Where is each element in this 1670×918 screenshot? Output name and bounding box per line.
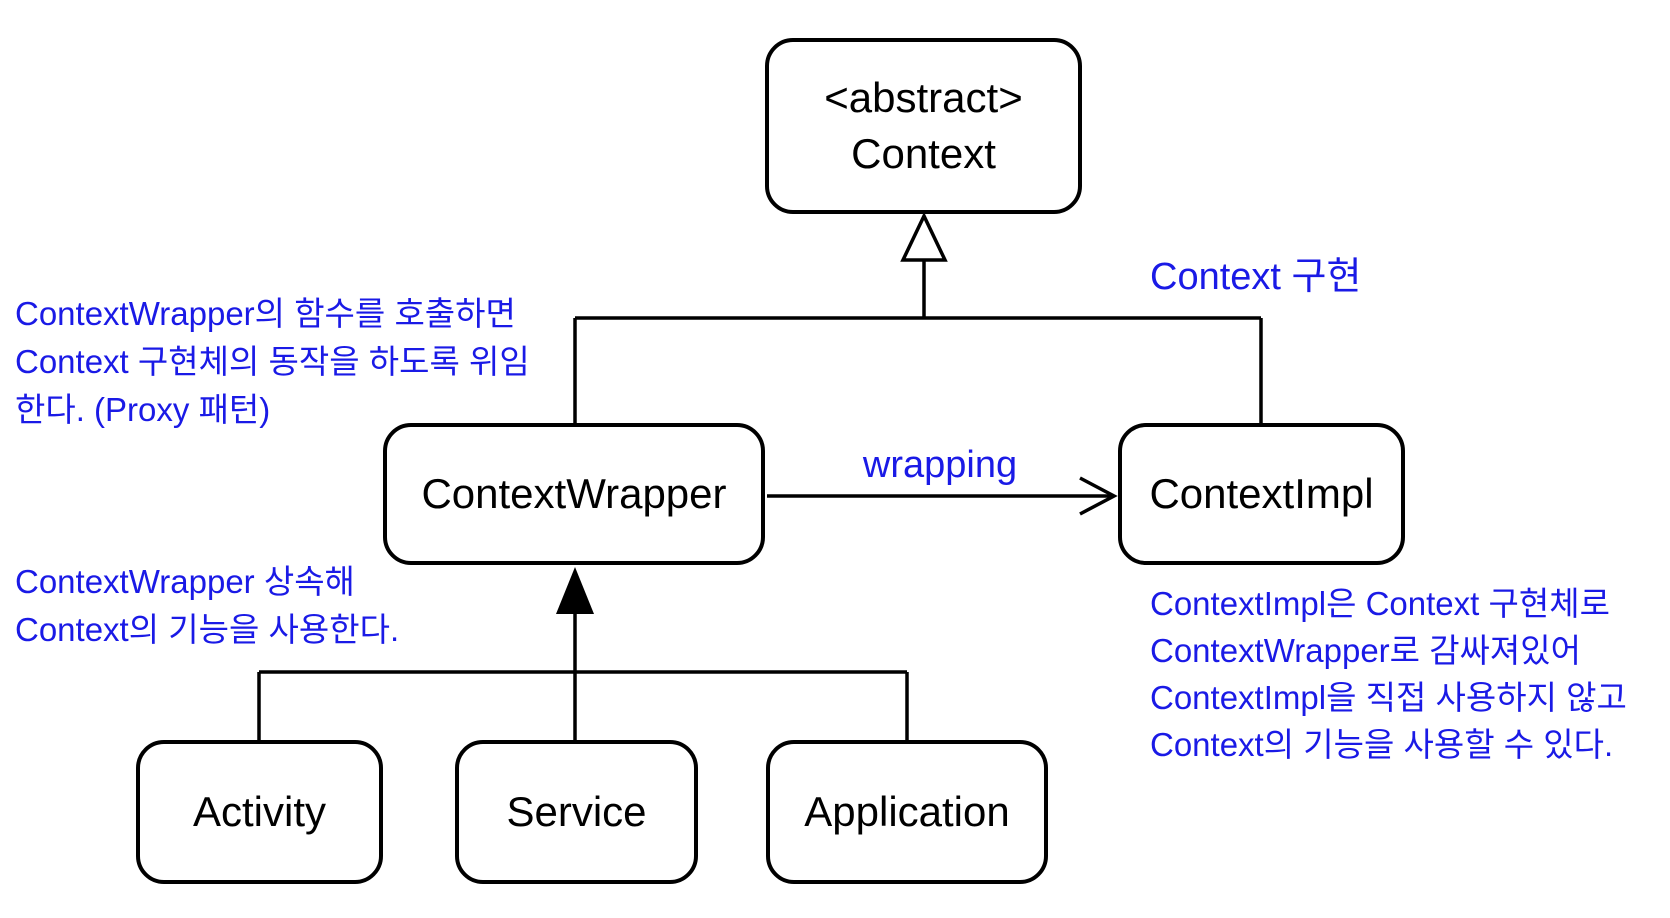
node-contextimpl: ContextImpl xyxy=(1118,423,1405,565)
solid-arrowhead-icon xyxy=(556,567,594,614)
annotation-impl-note: ContextImpl은 Context 구현체로 ContextWrapper… xyxy=(1150,580,1627,768)
edge-label-context-implementation: Context 구현 xyxy=(1150,256,1362,298)
node-service: Service xyxy=(455,740,698,884)
annotation-inherit-note-line1: ContextWrapper 상속해 xyxy=(15,563,355,600)
node-activity-name: Activity xyxy=(192,788,326,835)
annotation-proxy-note-line2: Context 구현체의 동작을 하도록 위임 xyxy=(15,343,530,380)
node-application-name: Application xyxy=(804,788,1010,835)
node-context-stereotype: <abstract> xyxy=(824,74,1023,121)
node-contextwrapper-name: ContextWrapper xyxy=(421,470,727,517)
annotation-inherit-note: ContextWrapper 상속해 Context의 기능을 사용한다. xyxy=(15,558,399,654)
annotation-impl-note-line1: ContextImpl은 Context 구현체로 xyxy=(1150,585,1610,622)
annotation-impl-note-line4: Context의 기능을 사용할 수 있다. xyxy=(1150,726,1614,763)
edge-label-wrapping: wrapping xyxy=(862,444,1018,486)
node-contextwrapper: ContextWrapper xyxy=(383,423,765,565)
annotation-impl-note-line2: ContextWrapper로 감싸져있어 xyxy=(1150,632,1581,669)
node-contextimpl-name: ContextImpl xyxy=(1149,470,1374,517)
annotation-proxy-note-line1: ContextWrapper의 함수를 호출하면 xyxy=(15,295,516,332)
annotation-proxy-note: ContextWrapper의 함수를 호출하면 Context 구현체의 동작… xyxy=(15,290,530,434)
annotation-impl-note-line3: ContextImpl을 직접 사용하지 않고 xyxy=(1150,679,1627,716)
node-context-name: Context xyxy=(851,130,996,177)
node-service-name: Service xyxy=(506,788,647,835)
node-context: <abstract> Context xyxy=(765,38,1082,214)
node-application: Application xyxy=(766,740,1048,884)
node-activity: Activity xyxy=(136,740,383,884)
open-arrowhead-icon xyxy=(1079,476,1118,516)
hollow-triangle-arrowhead-icon xyxy=(900,211,948,262)
annotation-proxy-note-line3: 한다. (Proxy 패턴) xyxy=(15,391,271,428)
annotation-inherit-note-line2: Context의 기능을 사용한다. xyxy=(15,611,400,648)
